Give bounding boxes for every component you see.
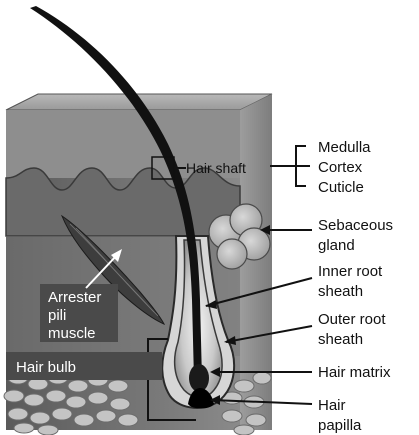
inner-root-label-line2: sheath	[318, 283, 363, 300]
arrester-label-line2: pili	[48, 307, 66, 324]
cuticle-label: Cuticle	[318, 179, 364, 196]
hair-shaft-label: Hair shaft	[186, 160, 246, 176]
arrester-label-line1: Arrester	[48, 289, 101, 306]
inner-root-label-line1: Inner root	[318, 263, 383, 280]
outer-root-label-line2: sheath	[318, 331, 363, 348]
medulla-label: Medulla	[318, 139, 371, 156]
hair-bulb-label: Hair bulb	[16, 359, 76, 376]
sebaceous-label-line1: Sebaceous	[318, 217, 393, 234]
arrester-label-line3: muscle	[48, 325, 96, 342]
sebaceous-label-line2: gland	[318, 237, 355, 254]
outer-root-label-line1: Outer root	[318, 311, 386, 328]
hair-matrix	[189, 364, 209, 392]
hair-papilla-label-line2: papilla	[318, 417, 362, 434]
hair-matrix-label: Hair matrix	[318, 364, 391, 381]
hair-papilla-label-line1: Hair	[318, 397, 346, 414]
cortex-label: Cortex	[318, 159, 363, 176]
